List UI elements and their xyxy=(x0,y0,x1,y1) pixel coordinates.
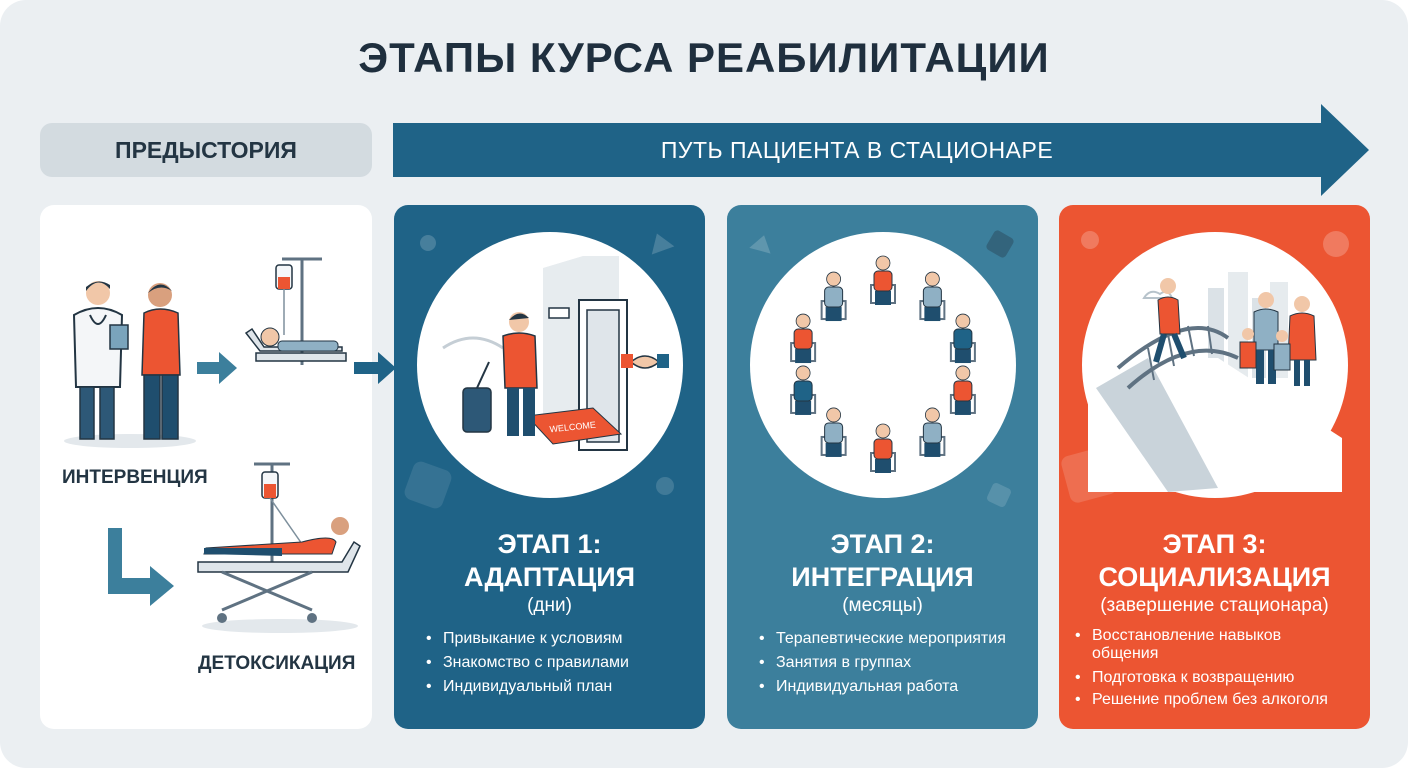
stage-bullet-list: Терапевтические мероприятия Занятия в гр… xyxy=(759,627,1029,699)
patient-path-arrow xyxy=(393,104,1369,196)
seated-person xyxy=(790,313,817,364)
stage-title-line1: ЭТАП 2: xyxy=(830,529,935,559)
stage-subtitle: (месяцы) xyxy=(842,595,923,616)
intervention-label: ИНТЕРВЕНЦИЯ xyxy=(62,467,208,488)
page-title: ЭТАПЫ КУРСА РЕАБИЛИТАЦИИ xyxy=(358,34,1050,81)
detox-bed-illustration xyxy=(197,462,361,633)
decor-dot xyxy=(656,477,674,495)
stage-bullet-list: Восстановление навыков общения Подготовк… xyxy=(1075,627,1365,711)
stage-subtitle: (завершение стационара) xyxy=(1100,595,1329,616)
stage-card-adaptation: WELCOME ЭТАП 1: АДАПТАЦИЯ (дни) Привыкан… xyxy=(394,205,705,729)
seated-person xyxy=(790,365,817,415)
seated-person xyxy=(820,407,847,457)
doctor-and-patient-illustration xyxy=(64,281,196,448)
arrival-scene-illustration: WELCOME xyxy=(442,256,669,451)
seated-person xyxy=(919,407,946,457)
seated-person xyxy=(919,271,946,322)
integration-illustration xyxy=(750,232,1016,498)
stage-subtitle: (дни) xyxy=(527,595,572,616)
group-therapy-illustration xyxy=(790,255,976,473)
stage-bullet: Терапевтические мероприятия xyxy=(759,627,1029,651)
stage-title-line2: АДАПТАЦИЯ xyxy=(463,562,636,592)
stage-bullet: Привыкание к условиям xyxy=(426,627,696,651)
stage-bullet-list: Привыкание к условиям Знакомство с прави… xyxy=(426,627,696,699)
socialization-illustration xyxy=(1082,232,1348,498)
seated-person xyxy=(949,313,976,364)
stage-card-integration: ЭТАП 2: ИНТЕГРАЦИЯ (месяцы) Терапевтичес… xyxy=(727,205,1038,729)
decor-dot xyxy=(1081,231,1099,249)
iv-drip-bed-illustration xyxy=(244,257,347,365)
seated-person xyxy=(949,365,976,415)
seated-person xyxy=(870,255,896,305)
patient-path-label: ПУТЬ ПАЦИЕНТА В СТАЦИОНАРЕ xyxy=(660,136,1054,163)
stage-bullet: Индивидуальная работа xyxy=(759,675,1029,699)
stage-title-line1: ЭТАП 3: xyxy=(1162,529,1267,559)
stage-card-socialization: ЭТАП 3: СОЦИАЛИЗАЦИЯ (завершение стацион… xyxy=(1059,205,1370,729)
arrow-right-icon xyxy=(197,352,237,384)
stage-bullet: Решение проблем без алкоголя xyxy=(1075,689,1365,711)
prehistory-header: ПРЕДЫСТОРИЯ xyxy=(40,123,372,177)
stage-bullet: Восстановление навыков общения xyxy=(1075,627,1302,663)
seated-person xyxy=(870,423,896,473)
decor-dot xyxy=(1323,231,1349,257)
seated-person xyxy=(820,271,847,322)
stage-bullet: Занятия в группах xyxy=(759,651,1029,675)
welcome-mat-text: WELCOME xyxy=(549,420,596,435)
stage-bullet: Подготовка к возвращению xyxy=(1075,667,1365,689)
adaptation-illustration: WELCOME xyxy=(417,232,683,498)
stage-title-line1: ЭТАП 1: xyxy=(497,529,602,559)
stage-bullet: Знакомство с правилами xyxy=(426,651,696,675)
stage-title-line2: СОЦИАЛИЗАЦИЯ xyxy=(1098,562,1331,592)
decor-dot xyxy=(420,235,436,251)
arrow-right-icon xyxy=(354,352,396,384)
arrow-down-right-icon xyxy=(108,528,174,606)
stage-title-line2: ИНТЕГРАЦИЯ xyxy=(791,562,974,592)
detox-label: ДЕТОКСИКАЦИЯ xyxy=(198,653,356,674)
stage-bullet: Индивидуальный план xyxy=(426,675,696,699)
bridge-family-illustration xyxy=(1088,272,1342,492)
